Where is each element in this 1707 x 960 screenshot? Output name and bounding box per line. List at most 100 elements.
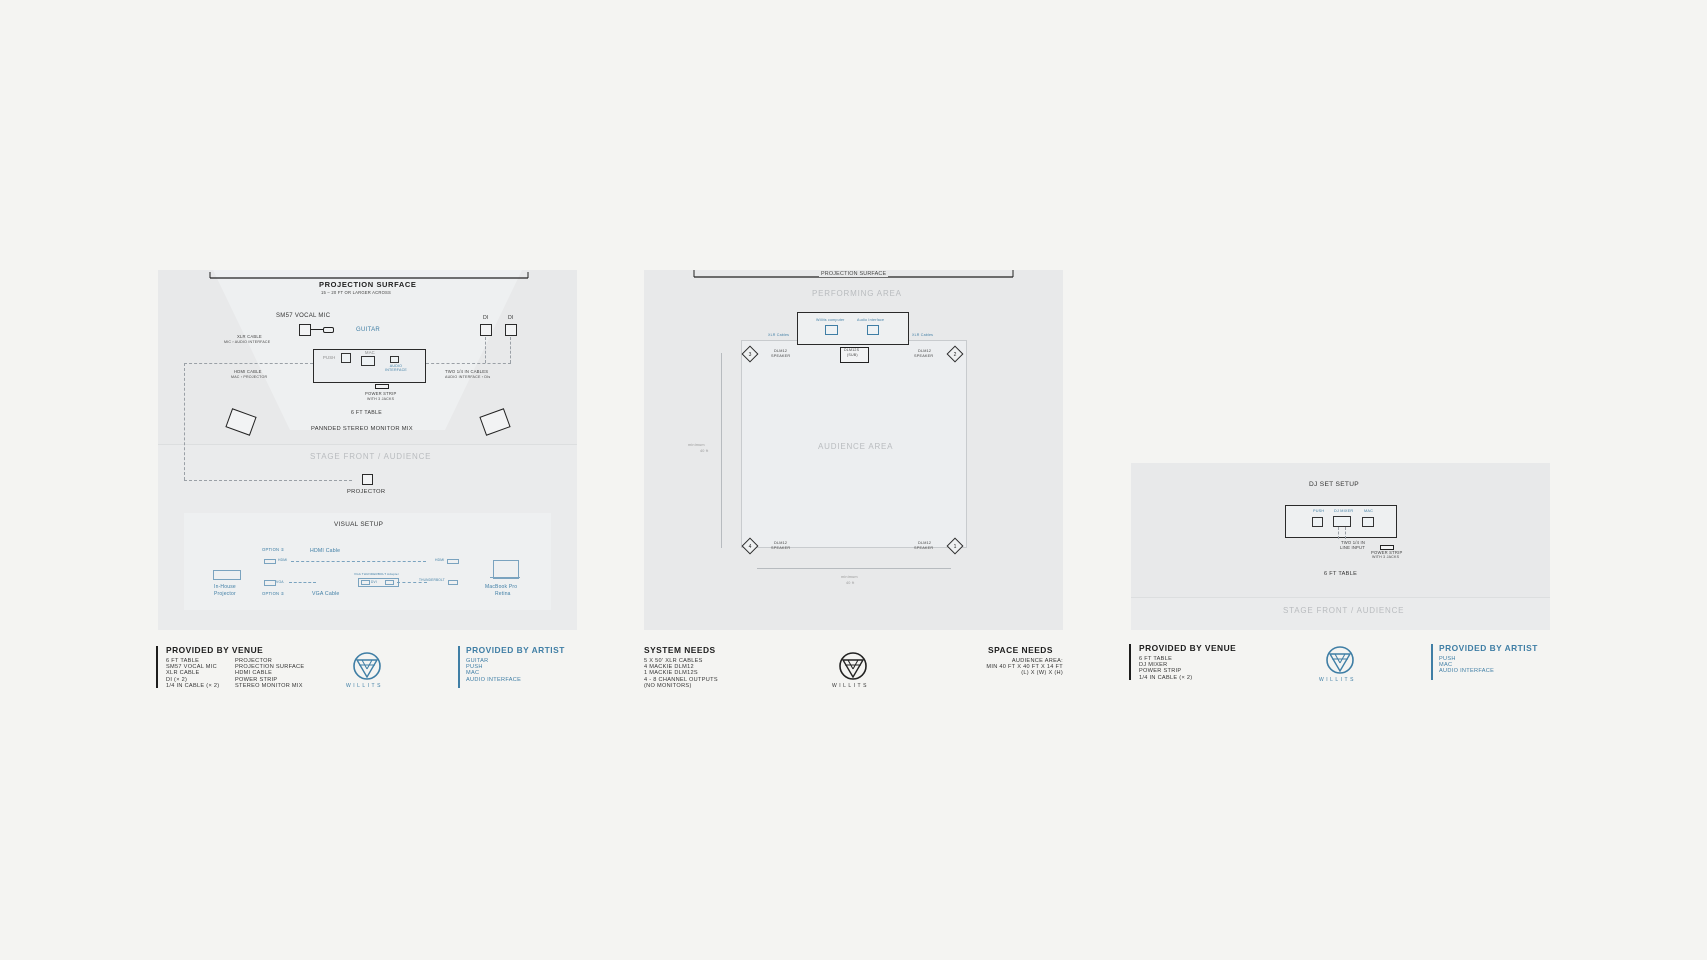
- vga-port-left: [264, 580, 276, 586]
- list-item: (NO MONITORS): [644, 682, 692, 689]
- thunderbolt-label: THUNDERBOLT: [419, 578, 445, 582]
- dvi-label: DVI: [371, 580, 377, 584]
- table-label: 6 FT TABLE: [1324, 571, 1358, 577]
- option1-label: OPTION ①: [262, 547, 285, 552]
- list-item: 5 X 50' XLR CABLES: [644, 658, 703, 664]
- projection-surface-label: PROJECTION SURFACE: [319, 280, 417, 289]
- willits-logo-icon: [353, 652, 381, 680]
- speaker-1-label-2: SPEAKER: [914, 546, 934, 550]
- willits-logo-text: WILLITS: [1319, 677, 1356, 683]
- venue-list-1b: PROJECTOR PROJECTION SURFACE HDMI CABLE …: [235, 658, 304, 689]
- list-item: 1/4 IN CABLE (× 2): [166, 682, 220, 689]
- list-item: 1/4 IN CABLE (× 2): [1139, 674, 1193, 681]
- line-input-label: TWO 1/4 IN: [1341, 540, 1366, 545]
- audio-interface-label: Audio Interface: [857, 318, 885, 322]
- adapter-port-b: [385, 580, 394, 585]
- stage-front-label: STAGE FRONT / AUDIENCE: [1283, 606, 1405, 615]
- projector-label: PROJECTOR: [347, 489, 386, 495]
- hdmi-cable-drop: [184, 363, 185, 480]
- line-input-cable: [1338, 527, 1339, 539]
- vga-left-label: VGA: [276, 580, 284, 584]
- list-item: POWER STRIP: [235, 676, 278, 683]
- di-cable-left: [485, 337, 486, 363]
- in-house-label: In-House: [214, 584, 236, 590]
- power-strip-icon: [375, 384, 389, 389]
- list-item: PROJECTOR: [235, 658, 273, 664]
- list-item: SM57 VOCAL MIC: [166, 664, 217, 671]
- in-house-projector-label: Projector: [214, 591, 236, 597]
- dj-mixer-label: DJ MIXER: [1334, 509, 1354, 513]
- willits-logo-text: WILLITS: [346, 683, 383, 689]
- speaker-1-number: 1: [953, 544, 957, 550]
- push-label: PUSH: [1313, 509, 1325, 513]
- min-side-label: minimum: [688, 443, 705, 447]
- system-heading: SYSTEM NEEDS: [644, 645, 716, 655]
- stage-plot-panel-system: PROJECTION SURFACE PERFORMING AREA AUDIE…: [644, 270, 1063, 630]
- min-bottom-label: minimum: [841, 575, 858, 579]
- hdmi-cable-blue: HDMI Cable: [310, 548, 341, 554]
- table-box: [313, 349, 426, 383]
- thunderbolt-port: [448, 580, 458, 585]
- power-strip-label: POWER STRIP: [1371, 550, 1403, 555]
- list-item: 6 FT TABLE: [166, 658, 200, 664]
- list-item: AUDIO INTERFACE: [466, 676, 522, 683]
- projection-size-label: 15 – 20 FT OR LARGER ACROSS: [321, 290, 392, 295]
- computer-table: [797, 312, 909, 345]
- mic-stand-icon: [311, 329, 323, 330]
- list-item: AUDIO INTERFACE: [1439, 668, 1495, 675]
- space-heading: SPACE NEEDS: [988, 645, 1053, 655]
- audience-area: [741, 340, 967, 548]
- macbook-base: [490, 577, 520, 578]
- di-cable-run: [426, 363, 511, 364]
- hdmi-cable-bottom: [184, 480, 352, 481]
- retina-label: Retina: [495, 591, 511, 597]
- power-strip-label: POWER STRIP: [365, 391, 397, 396]
- speaker-1-label: DLM12: [918, 541, 932, 545]
- hdmi-cable-run: [184, 363, 313, 364]
- hdmi-cable-sub: MAC › PROJECTOR: [231, 375, 268, 379]
- push-label: PUSH: [323, 355, 336, 360]
- push-box: [341, 353, 351, 363]
- willits-logo-icon: [839, 652, 867, 680]
- stage-plot-panel-dj: DJ SET SETUP PUSH DJ MIXER MAC TWO 1/4 I…: [1131, 463, 1550, 630]
- stage-front-label: STAGE FRONT / AUDIENCE: [310, 452, 432, 461]
- mac-box: [1362, 517, 1374, 527]
- di-left-box: [480, 324, 492, 336]
- in-house-projector-icon: [213, 570, 241, 580]
- performing-area-label: PERFORMING AREA: [812, 289, 902, 298]
- speaker-4-label: DLM12: [774, 541, 788, 545]
- space-list: AUDIENCE AREA: MIN 40 FT X 40 FT X 14 FT…: [963, 658, 1063, 677]
- line-input-label-2: LINE INPUT: [1340, 545, 1366, 550]
- macbook-label: MacBook Pro: [485, 584, 518, 590]
- audio-interface-box: [390, 356, 399, 363]
- list-item: MIN 40 FT X 40 FT X 14 FT: [986, 664, 1063, 671]
- hdmi-dash: [291, 561, 426, 562]
- power-strip-sub: WITH 3 JACKS: [367, 397, 395, 401]
- monitor-mix-label: PANNDED STEREO MONITOR MIX: [311, 426, 413, 432]
- option2-label: OPTION ②: [262, 591, 285, 596]
- speaker-3-label: DLM12: [774, 349, 788, 353]
- venue-heading-3: PROVIDED BY VENUE: [1139, 643, 1237, 653]
- venue-bar-1: [156, 646, 158, 688]
- power-strip-sub: WITH 3 JACKS: [1372, 555, 1400, 559]
- sub-label: DLM12S: [844, 348, 860, 352]
- computer-box: [825, 325, 838, 335]
- willits-logo-icon: [1326, 646, 1354, 674]
- visual-setup-title: VISUAL SETUP: [334, 521, 384, 528]
- hdmi-left-label: HDMI: [278, 558, 288, 562]
- artist-heading-1: PROVIDED BY ARTIST: [466, 645, 565, 655]
- xlr-cable-sub: MIC › AUDIO INTERFACE: [224, 340, 271, 344]
- stage-plot-panel-live: PROJECTION SURFACE 15 – 20 FT OR LARGER …: [158, 270, 577, 630]
- list-item: POWER STRIP: [1139, 668, 1182, 675]
- artist-list-1: GUITAR PUSH MAC AUDIO INTERFACE: [466, 658, 521, 683]
- vga-dash-left: [289, 582, 316, 583]
- list-item: PUSH: [466, 664, 483, 671]
- list-item: MAC: [1439, 662, 1453, 669]
- list-item: DJ MIXER: [1139, 662, 1168, 669]
- mac-box: [361, 356, 375, 366]
- di-left-label: DI: [483, 315, 489, 321]
- venue-list-3: 6 FT TABLE DJ MIXER POWER STRIP 1/4 IN C…: [1139, 656, 1192, 681]
- adapter-port-a: [361, 580, 370, 585]
- artist-list-3: PUSH MAC AUDIO INTERFACE: [1439, 656, 1494, 675]
- mic-head-icon: [323, 327, 334, 333]
